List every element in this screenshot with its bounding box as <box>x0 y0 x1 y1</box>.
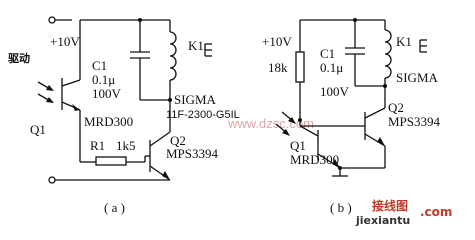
phototransistor-q1-b <box>275 111 341 169</box>
k1-model-a: 11F-2300-G5IL <box>166 109 240 121</box>
ground-terminal-a <box>48 176 56 184</box>
q1-name-b: Q1 <box>290 138 306 153</box>
resistor-value-b: 18k <box>268 60 288 75</box>
resistor-18k-b <box>295 51 305 83</box>
phototransistor-q1-a <box>37 78 81 111</box>
c1-voltage-b: 100V <box>320 84 350 99</box>
q1-name-a: Q1 <box>30 122 46 137</box>
q1-model-a: MRD300 <box>84 114 133 129</box>
caption-a: ( a ) <box>104 200 125 215</box>
k1-name-a: K1 <box>188 38 204 53</box>
schematic-canvas: +10V 驱动 C1 0.1μ 100V K1 SIGMA 11F-2300-G… <box>8 16 452 227</box>
k1-name-b: K1 <box>396 34 412 49</box>
site-logo: 接线图 jiexiantu .com <box>355 198 452 227</box>
r1-name-a: R1 <box>90 138 105 153</box>
schematic-figure: +10V 驱动 C1 0.1μ 100V K1 SIGMA 11F-2300-G… <box>8 16 452 227</box>
site-logo-url: jiexiantu <box>355 214 410 227</box>
capacitor-c1-b <box>345 20 385 87</box>
q2-name-b: Q2 <box>388 100 404 115</box>
relay-coil-k1-b <box>384 20 427 108</box>
transistor-q2-b <box>364 107 386 147</box>
c1-value-a: 0.1μ <box>92 72 115 87</box>
supply-terminal-a <box>48 16 56 24</box>
supply-label-a: +10V <box>50 34 80 49</box>
circuit-a: +10V 驱动 C1 0.1μ 100V K1 SIGMA 11F-2300-G… <box>8 16 240 215</box>
q2-name-a: Q2 <box>170 133 186 148</box>
caption-b: ( b ) <box>330 200 352 215</box>
k1-brand-a: SIGMA <box>174 92 217 107</box>
site-logo-suffix: .com <box>420 205 452 219</box>
q1-model-b: MRD300 <box>290 152 339 167</box>
supply-label-b: +10V <box>262 34 292 49</box>
c1-name-b: C1 <box>320 46 335 61</box>
q2-model-b: MPS3394 <box>388 114 441 129</box>
site-logo-cn: 接线图 <box>372 198 408 213</box>
drive-label: 驱动 <box>8 51 30 65</box>
c1-voltage-a: 100V <box>92 86 122 101</box>
c1-value-b: 0.1μ <box>320 60 343 75</box>
k1-brand-b: SIGMA <box>396 70 439 85</box>
r1-value-a: 1k5 <box>116 138 136 153</box>
q2-model-a: MPS3394 <box>166 146 219 161</box>
transistor-q2-a <box>145 131 171 181</box>
circuit-b: +10V 18k C1 0.1μ 100V K1 SIGMA Q2 MPS339… <box>262 18 441 215</box>
c1-name-a: C1 <box>92 58 107 73</box>
resistor-r1-a <box>95 156 127 166</box>
capacitor-c1-a <box>130 20 170 101</box>
relay-coil-k1-a <box>169 20 212 100</box>
